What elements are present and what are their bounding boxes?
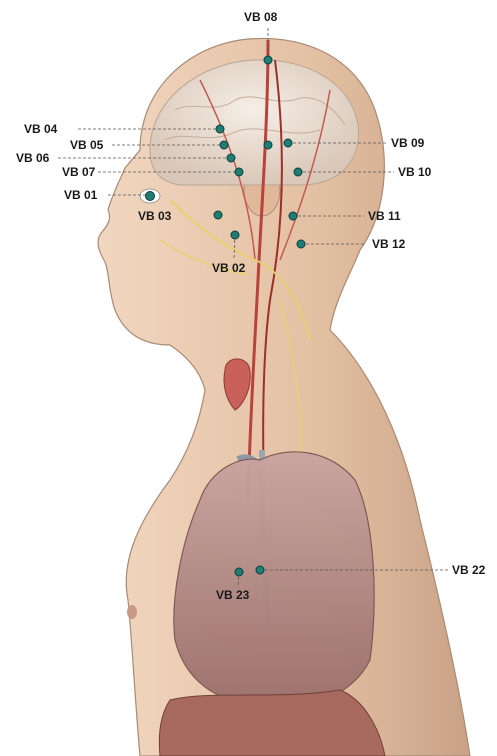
point-vb06[interactable] bbox=[227, 154, 235, 162]
label-vb09: VB 09 bbox=[391, 136, 425, 150]
label-vb07: VB 07 bbox=[62, 165, 96, 179]
point-vb08[interactable] bbox=[264, 56, 272, 64]
label-vb08: VB 08 bbox=[244, 10, 278, 24]
point-vb12[interactable] bbox=[297, 240, 305, 248]
label-vb23: VB 23 bbox=[216, 588, 250, 602]
label-vb01: VB 01 bbox=[64, 188, 98, 202]
point-vb02[interactable] bbox=[231, 231, 239, 239]
point-vb23[interactable] bbox=[235, 568, 243, 576]
label-vb02: VB 02 bbox=[212, 261, 246, 275]
point-vb10[interactable] bbox=[294, 168, 302, 176]
diaphragm-organs bbox=[159, 690, 385, 756]
point-vb01[interactable] bbox=[146, 192, 155, 201]
point-vb04[interactable] bbox=[216, 125, 224, 133]
point-vb22[interactable] bbox=[256, 566, 264, 574]
label-vb10: VB 10 bbox=[398, 165, 432, 179]
point-vb09a[interactable] bbox=[264, 141, 272, 149]
point-vb09[interactable] bbox=[284, 139, 292, 147]
lungs bbox=[174, 452, 374, 708]
label-vb05: VB 05 bbox=[70, 138, 104, 152]
label-vb06: VB 06 bbox=[16, 151, 50, 165]
label-vb03: VB 03 bbox=[138, 209, 172, 223]
point-vb07[interactable] bbox=[235, 168, 243, 176]
point-vb03[interactable] bbox=[214, 211, 222, 219]
label-vb04: VB 04 bbox=[24, 122, 58, 136]
label-vb22: VB 22 bbox=[452, 563, 486, 577]
point-vb05[interactable] bbox=[220, 141, 228, 149]
point-vb11[interactable] bbox=[289, 212, 297, 220]
label-vb12: VB 12 bbox=[372, 237, 406, 251]
label-vb11: VB 11 bbox=[368, 209, 401, 223]
